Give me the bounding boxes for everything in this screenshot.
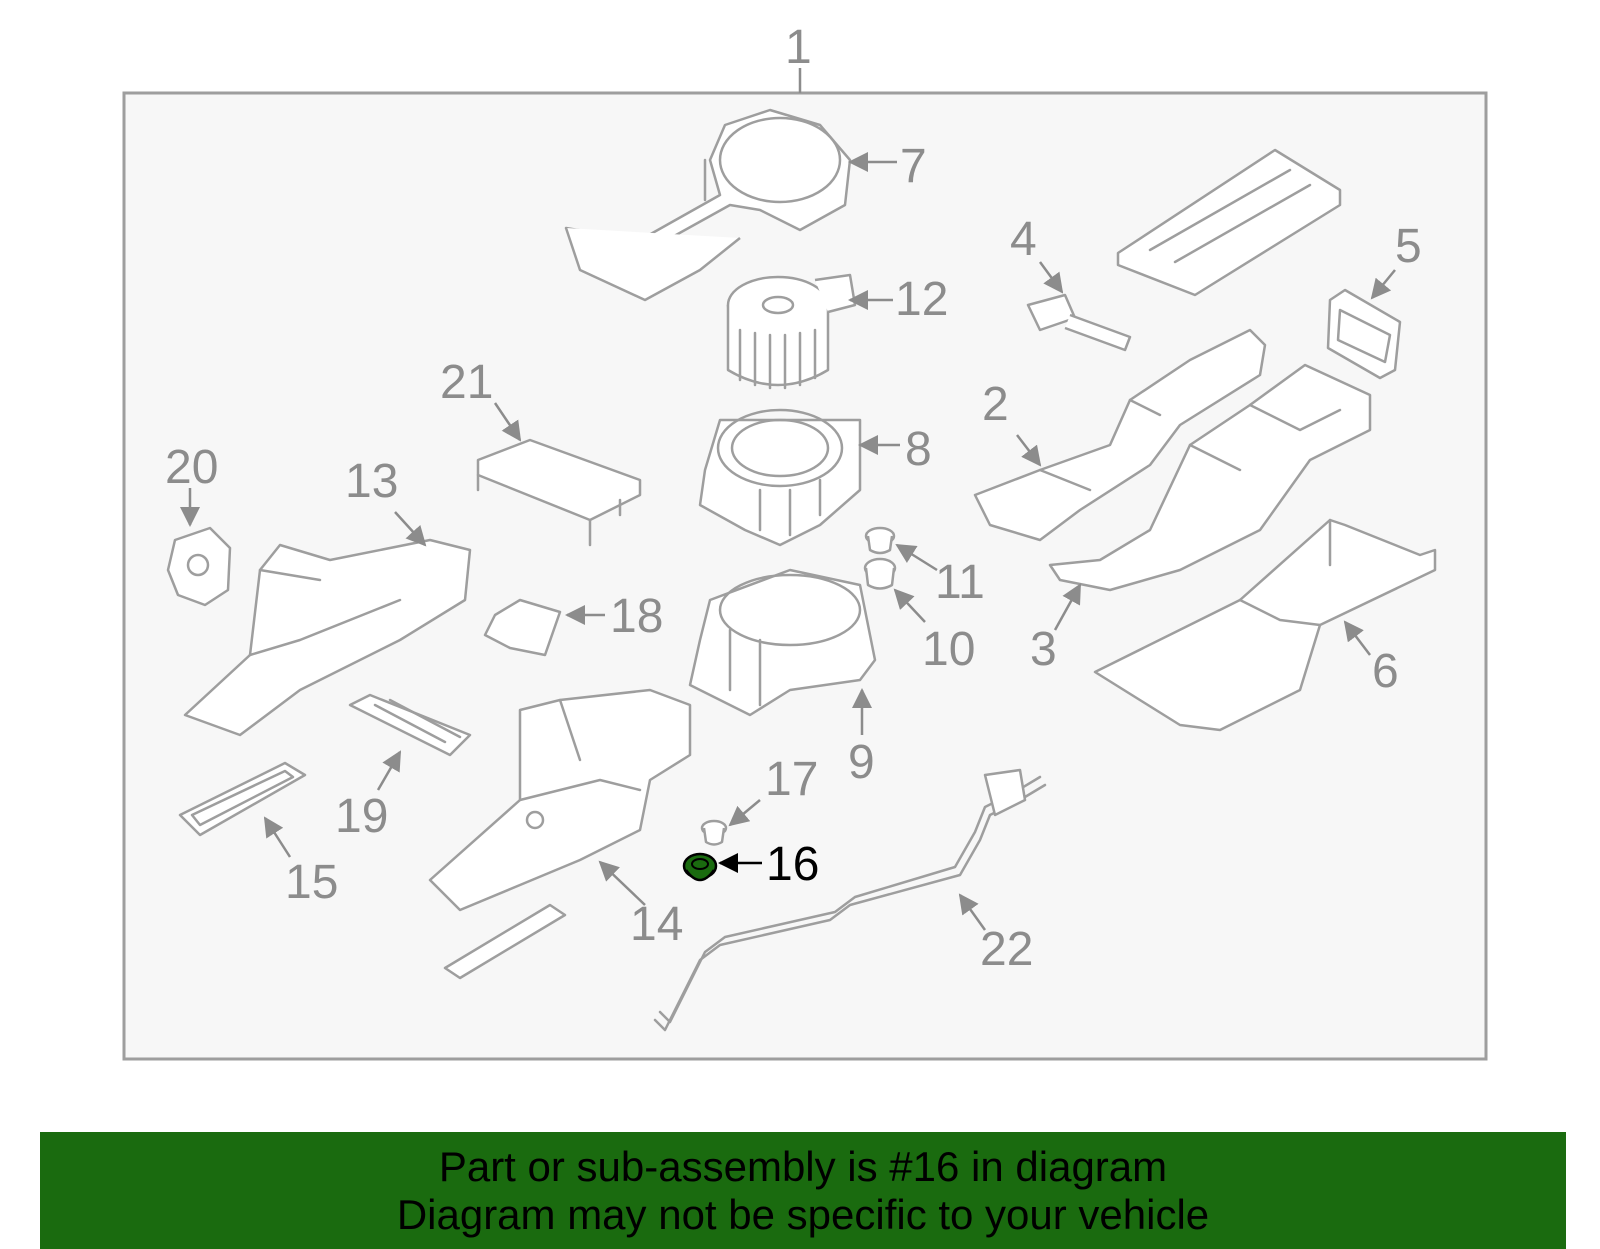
part-2-duct — [973, 328, 1267, 542]
callout-7: 7 — [900, 140, 927, 193]
callout-5: 5 — [1395, 220, 1422, 273]
callout-16: 16 — [766, 838, 819, 891]
part-12-blower-motor — [726, 273, 857, 390]
callout-1: 1 — [785, 21, 812, 74]
callout-10: 10 — [922, 623, 975, 676]
part-15-seal — [178, 761, 307, 837]
part-20-actuator — [166, 526, 232, 607]
callout-21: 21 — [440, 356, 493, 409]
callout-6: 6 — [1372, 645, 1399, 698]
caption-line-1: Part or sub-assembly is #16 in diagram — [438, 1142, 1168, 1190]
callout-19: 19 — [335, 790, 388, 843]
callout-22: 22 — [980, 923, 1033, 976]
callout-13: 13 — [345, 455, 398, 508]
part-22-drain-pipe — [653, 768, 1047, 1032]
callout-20: 20 — [165, 441, 218, 494]
part-3-duct — [1048, 363, 1372, 592]
callout-2: 2 — [982, 378, 1009, 431]
caption-banner: Part or sub-assembly is #16 in diagram D… — [40, 1132, 1566, 1249]
callout-9: 9 — [848, 736, 875, 789]
part-21-bracket — [476, 438, 642, 547]
callout-18: 18 — [610, 590, 663, 643]
part-cover — [1116, 148, 1342, 297]
part-19-damper — [348, 693, 472, 757]
caption-line-2: Diagram may not be specific to your vehi… — [396, 1190, 1210, 1238]
part-6-floor-duct — [1093, 518, 1437, 732]
part-4-sensor — [1026, 293, 1132, 352]
callout-8: 8 — [905, 423, 932, 476]
part-18-door — [483, 598, 562, 657]
callout-14: 14 — [630, 898, 683, 951]
part-5-seal — [1326, 288, 1402, 380]
part-9-lower-housing — [688, 568, 877, 717]
callout-3: 3 — [1030, 623, 1057, 676]
part-14-heater-case — [428, 688, 692, 980]
callout-12: 12 — [895, 273, 948, 326]
part-16-grommet — [682, 852, 718, 882]
part-10-grommet — [863, 557, 897, 590]
part-7-blower-duct — [564, 108, 852, 302]
part-17-clip — [700, 819, 728, 846]
callout-11: 11 — [935, 556, 985, 609]
part-13-duct — [183, 538, 472, 737]
part-11-grommet — [864, 526, 896, 555]
callout-4: 4 — [1010, 213, 1037, 266]
callout-15: 15 — [285, 856, 338, 909]
callout-17: 17 — [765, 753, 818, 806]
